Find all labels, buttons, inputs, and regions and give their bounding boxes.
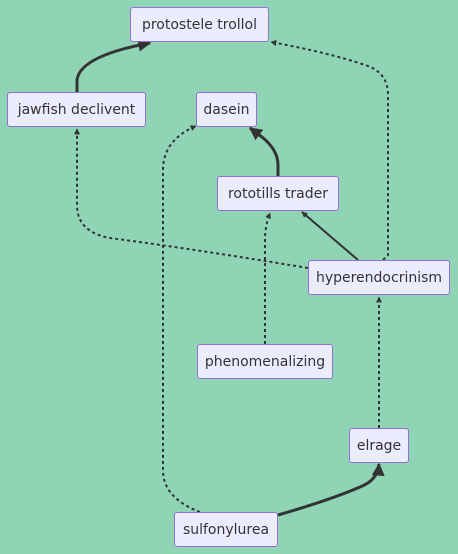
edge-jawfish-to-protostele [75,38,152,92]
edge-sulfo-to-dasein [162,125,201,513]
edge-rototills-to-dasein [248,126,280,176]
node-protostele-trollol[interactable]: protostele trollol [130,7,269,42]
edge-sulfo-to-elrage [277,462,385,517]
node-label: dasein [203,101,250,118]
node-rototills-trader[interactable]: rototills trader [217,176,339,211]
node-label: sulfonylurea [182,521,270,538]
edge-hyper-to-jawfish [74,128,309,269]
node-elrage[interactable]: elrage [349,428,409,463]
node-label: protostele trollol [141,16,258,33]
edge-hyper-to-rototills [301,211,359,261]
edge-hyper-to-protostele [270,40,389,261]
node-label: hyperendocrinism [315,269,443,286]
node-phenomenalizing[interactable]: phenomenalizing [197,344,333,379]
node-label: elrage [356,437,402,454]
node-jawfish-declivent[interactable]: jawfish declivent [7,92,146,127]
node-hyperendocrinism[interactable]: hyperendocrinism [308,260,450,295]
node-label: rototills trader [227,185,329,202]
node-dasein[interactable]: dasein [196,92,257,127]
node-label: jawfish declivent [17,101,136,118]
edge-phenom-to-rototills [264,212,271,344]
node-sulfonylurea[interactable]: sulfonylurea [174,512,278,547]
node-label: phenomenalizing [204,353,326,370]
